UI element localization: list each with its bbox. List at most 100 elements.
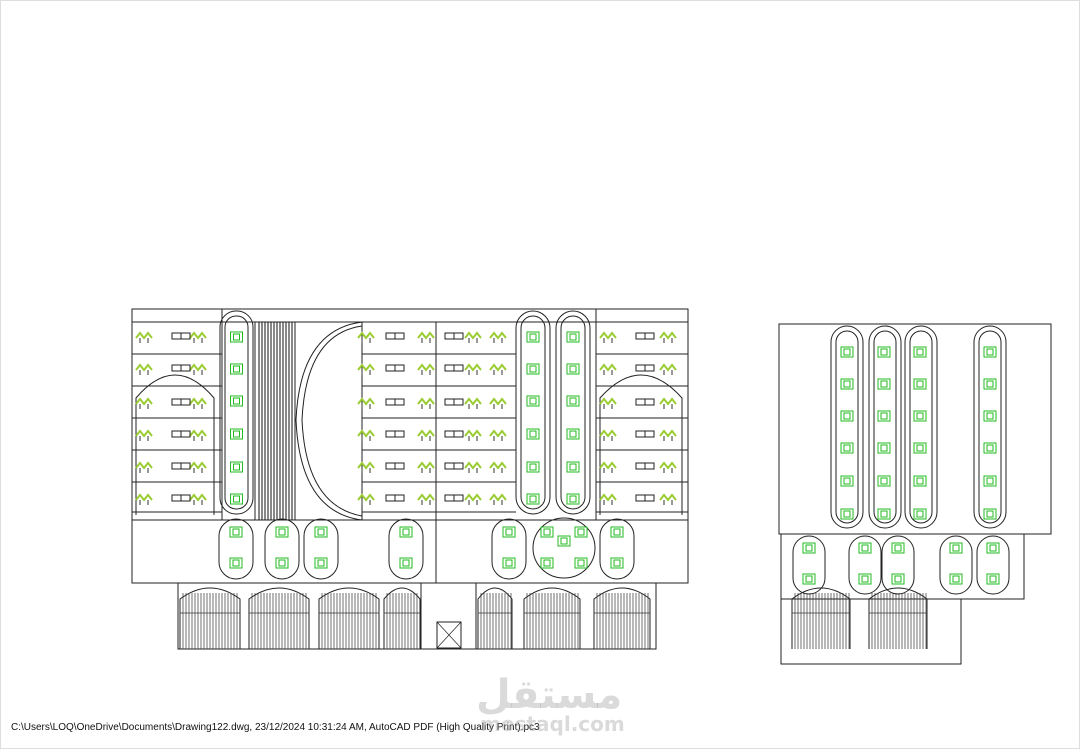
window-icon	[399, 526, 413, 538]
watermark-arabic: مستقل	[476, 672, 623, 718]
planter-icon	[464, 363, 482, 375]
window-icon	[566, 331, 580, 343]
tall-capsule	[515, 310, 551, 515]
window-icon	[540, 526, 554, 538]
balcony-window	[444, 462, 464, 470]
window-group	[229, 331, 1000, 585]
window-icon	[540, 557, 554, 569]
planter-icon	[659, 461, 677, 473]
window-icon	[314, 526, 328, 538]
planter-icon	[464, 493, 482, 505]
balcony-window	[444, 332, 464, 340]
planter-icon	[357, 493, 375, 505]
balcony-window	[385, 332, 405, 340]
window-icon	[230, 493, 243, 505]
window-icon	[913, 442, 927, 454]
planter-icon	[357, 429, 375, 441]
window-icon	[229, 526, 243, 538]
window-icon	[877, 475, 891, 487]
planter-icon	[599, 363, 617, 375]
planter-icon	[417, 493, 435, 505]
balcony-window	[385, 430, 405, 438]
watermark-latin: mostaql.com	[480, 712, 625, 736]
gate-icon	[477, 587, 513, 649]
window-icon	[802, 573, 816, 585]
window-icon	[399, 557, 413, 569]
window-icon	[913, 508, 927, 520]
entrance-door	[436, 621, 462, 649]
window-icon	[610, 526, 624, 538]
planter-icon	[489, 363, 507, 375]
gate-icon	[383, 587, 421, 649]
window-icon	[566, 395, 580, 407]
gate-icon	[179, 587, 241, 649]
window-icon	[858, 573, 872, 585]
planter-icon	[659, 493, 677, 505]
window-icon	[566, 363, 580, 375]
window-icon	[574, 557, 588, 569]
tall-capsule	[555, 310, 591, 515]
window-icon	[230, 363, 243, 375]
planter-icon	[357, 363, 375, 375]
balcony-window	[385, 462, 405, 470]
gate-icon	[791, 587, 851, 649]
planter-icon	[135, 363, 153, 375]
window-icon	[526, 493, 540, 505]
window-icon	[275, 526, 289, 538]
window-icon	[526, 461, 540, 473]
window-icon	[983, 508, 997, 520]
gate-icon	[593, 587, 651, 649]
window-icon	[983, 410, 997, 422]
window-icon	[877, 442, 891, 454]
planter-icon	[659, 397, 677, 409]
window-icon	[986, 542, 1000, 554]
planter-icon	[464, 461, 482, 473]
window-icon	[877, 378, 891, 390]
planter-icon	[357, 331, 375, 343]
balcony-window	[444, 494, 464, 502]
main-facade-outline	[131, 308, 689, 584]
planter-icon	[417, 331, 435, 343]
planter-icon	[489, 493, 507, 505]
window-icon	[891, 542, 905, 554]
balcony-window	[444, 430, 464, 438]
balcony-window	[635, 332, 655, 340]
balcony-window	[385, 494, 405, 502]
planter-icon	[189, 331, 207, 343]
main-elevation	[131, 308, 689, 650]
window-icon	[986, 573, 1000, 585]
planter-icon	[489, 397, 507, 409]
planter-icon	[599, 429, 617, 441]
window-icon	[949, 573, 963, 585]
window-icon	[840, 378, 854, 390]
left-balconies	[132, 353, 222, 513]
right-arch	[599, 374, 683, 515]
window-icon	[877, 346, 891, 358]
planter-icon	[599, 397, 617, 409]
window-icon	[230, 331, 243, 343]
planter-icon	[357, 397, 375, 409]
planter-icon	[599, 493, 617, 505]
planter-icon	[135, 397, 153, 409]
planter-icon	[659, 429, 677, 441]
window-icon	[949, 542, 963, 554]
planter-icon	[599, 461, 617, 473]
window-icon	[877, 410, 891, 422]
window-icon	[526, 395, 540, 407]
planter-icon	[189, 363, 207, 375]
planter-icon	[464, 331, 482, 343]
window-icon	[574, 526, 588, 538]
planter-icon	[599, 331, 617, 343]
window-icon	[610, 557, 624, 569]
planter-icon	[357, 461, 375, 473]
right-balconies	[596, 353, 688, 513]
window-icon	[230, 395, 243, 407]
tall-capsule	[219, 310, 254, 515]
balcony-window	[635, 462, 655, 470]
balcony-window	[635, 398, 655, 406]
balcony-window	[635, 494, 655, 502]
window-icon	[275, 557, 289, 569]
balcony-window	[444, 364, 464, 372]
plot-stamp: C:\Users\LOQ\OneDrive\Documents\Drawing1…	[11, 722, 540, 733]
